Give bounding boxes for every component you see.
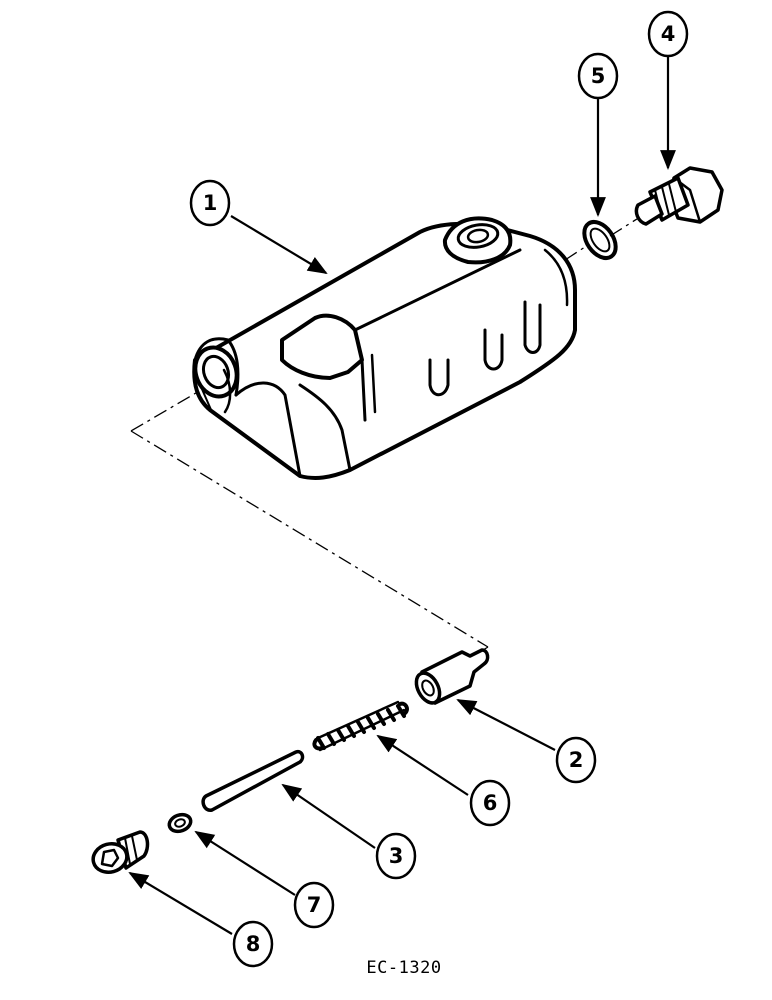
valve-housing-part [192,216,577,480]
callout-label-6: 6 [483,791,498,815]
callout-label-3: 3 [389,844,404,868]
callout-4: 4 [647,10,689,58]
callout-label-4: 4 [661,22,676,46]
callout-6: 6 [469,779,511,827]
figure-caption: EC-1320 [366,958,442,978]
callout-label-7: 7 [307,893,322,917]
spring-part [312,700,409,752]
leader-lines [128,55,676,935]
plug-part [634,166,724,226]
valve-poppet-part [414,648,490,705]
callout-label-5: 5 [591,64,606,88]
pin-part [201,749,305,812]
leader-line-8 [128,871,233,935]
washer-part [167,812,193,834]
callout-label-8: 8 [246,932,261,956]
callouts: 1 2 3 4 5 6 7 8 [189,10,689,968]
callout-7: 7 [293,881,335,929]
socket-plug-part [91,830,150,874]
leader-line-1 [230,215,328,275]
callout-1: 1 [189,179,231,227]
leader-line-3 [281,783,376,849]
leader-line-6 [376,734,469,796]
o-ring-part [582,219,618,261]
leader-line-2 [456,699,556,751]
callout-5: 5 [577,52,619,100]
callout-label-2: 2 [569,748,584,772]
callout-8: 8 [232,920,274,968]
callout-label-1: 1 [203,191,218,215]
leader-line-7 [194,830,296,896]
callout-3: 3 [375,832,417,880]
callout-2: 2 [555,736,597,784]
